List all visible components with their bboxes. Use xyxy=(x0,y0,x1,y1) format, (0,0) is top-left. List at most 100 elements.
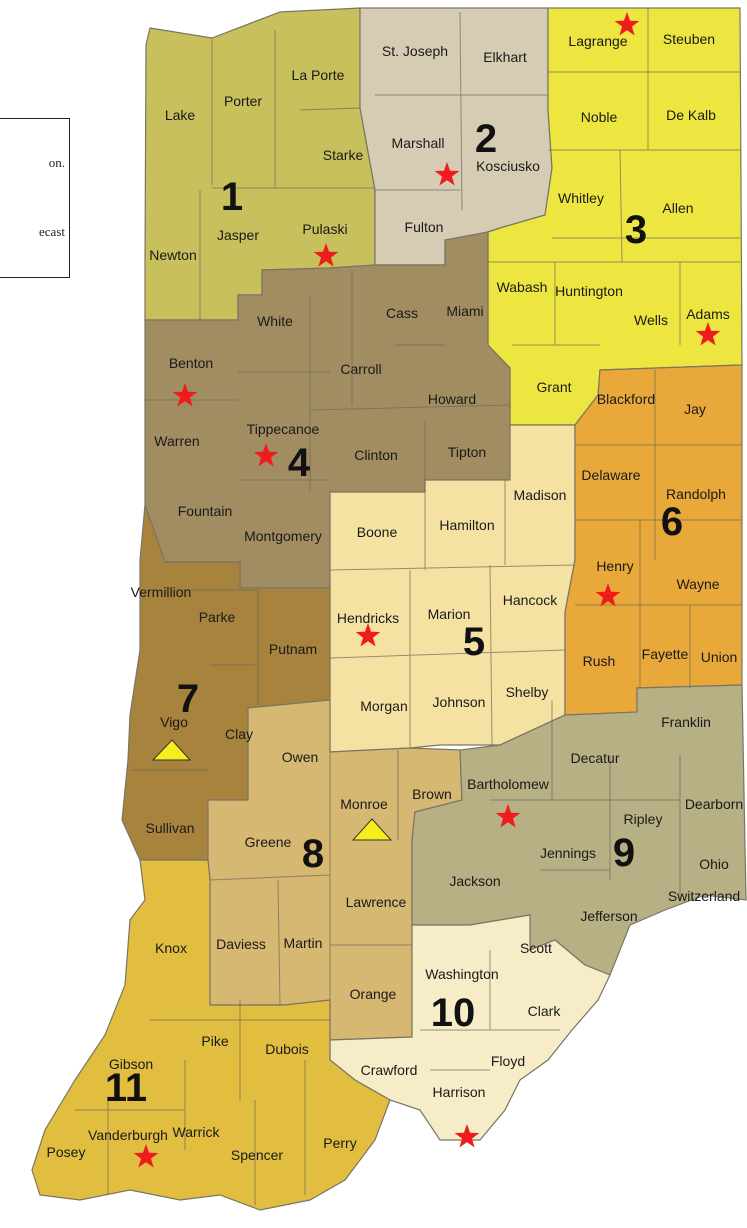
county-label-warren: Warren xyxy=(154,433,199,449)
county-label-jackson: Jackson xyxy=(449,873,500,889)
district-number-4: 4 xyxy=(288,441,311,485)
county-label-delaware: Delaware xyxy=(581,467,640,483)
county-label-monroe: Monroe xyxy=(340,796,388,812)
county-label-brown: Brown xyxy=(412,786,452,802)
county-label-fayette: Fayette xyxy=(642,646,689,662)
county-label-union: Union xyxy=(701,649,738,665)
county-label-johnson: Johnson xyxy=(433,694,486,710)
district-number-2: 2 xyxy=(475,117,497,161)
district-labels: 1 2 3 4 5 6 7 8 9 10 11 xyxy=(105,117,683,1110)
county-label-cass: Cass xyxy=(386,305,418,321)
county-label-jasper: Jasper xyxy=(217,227,259,243)
county-label-rush: Rush xyxy=(583,653,616,669)
county-labels: Lake Porter La Porte Starke Newton Jaspe… xyxy=(47,31,744,1163)
county-label-marshall: Marshall xyxy=(392,135,445,151)
county-label-allen: Allen xyxy=(662,200,693,216)
district-number-3: 3 xyxy=(625,208,647,252)
county-label-benton: Benton xyxy=(169,355,213,371)
county-label-tippecanoe: Tippecanoe xyxy=(247,421,320,437)
county-label-greene: Greene xyxy=(245,834,292,850)
county-label-jay: Jay xyxy=(684,401,706,417)
legend-text-1: on. xyxy=(48,155,65,170)
county-label-hamilton: Hamilton xyxy=(439,517,494,533)
county-label-dubois: Dubois xyxy=(265,1041,309,1057)
county-label-lawrence: Lawrence xyxy=(346,894,407,910)
county-label-ohio: Ohio xyxy=(699,856,729,872)
district-number-6: 6 xyxy=(661,500,683,544)
county-label-fountain: Fountain xyxy=(178,503,232,519)
county-boundaries xyxy=(75,8,742,1205)
triangle-icon-monroe xyxy=(351,818,393,841)
county-label-decatur: Decatur xyxy=(570,750,619,766)
county-label-marion: Marion xyxy=(428,606,471,622)
county-label-parke: Parke xyxy=(199,609,236,625)
county-label-lake: Lake xyxy=(165,107,196,123)
county-label-carroll: Carroll xyxy=(340,361,381,377)
county-label-dekalb: De Kalb xyxy=(666,107,716,123)
county-label-elkhart: Elkhart xyxy=(483,49,527,65)
triangle-icon-vigo xyxy=(151,739,192,761)
county-label-daviess: Daviess xyxy=(216,936,266,952)
county-label-montgomery: Montgomery xyxy=(244,528,322,544)
county-label-putnam: Putnam xyxy=(269,641,317,657)
district-number-9: 9 xyxy=(613,831,635,875)
county-label-clay: Clay xyxy=(225,726,253,742)
county-label-whitley: Whitley xyxy=(558,190,604,206)
county-label-huntington: Huntington xyxy=(555,283,623,299)
county-label-wabash: Wabash xyxy=(497,279,548,295)
county-label-porter: Porter xyxy=(224,93,262,109)
county-label-gibson: Gibson xyxy=(109,1056,153,1072)
county-label-starke: Starke xyxy=(323,147,364,163)
county-label-pike: Pike xyxy=(201,1033,228,1049)
county-label-henry: Henry xyxy=(596,558,633,574)
county-label-kosciusko: Kosciusko xyxy=(476,158,540,174)
district-number-8: 8 xyxy=(302,832,324,876)
county-label-tipton: Tipton xyxy=(448,444,486,460)
county-label-spencer: Spencer xyxy=(231,1147,283,1163)
district-number-10: 10 xyxy=(431,991,476,1035)
county-label-vermillion: Vermillion xyxy=(131,584,192,600)
district-regions xyxy=(31,7,747,1211)
triangle-markers xyxy=(151,739,393,841)
county-label-floyd: Floyd xyxy=(491,1053,525,1069)
county-label-martin: Martin xyxy=(284,935,323,951)
county-label-crawford: Crawford xyxy=(361,1062,418,1078)
county-label-hancock: Hancock xyxy=(503,592,558,608)
county-label-pulaski: Pulaski xyxy=(302,221,347,237)
county-label-wells: Wells xyxy=(634,312,668,328)
county-label-wayne: Wayne xyxy=(676,576,719,592)
county-label-laporte: La Porte xyxy=(292,67,345,83)
county-label-noble: Noble xyxy=(581,109,618,125)
county-label-hendricks: Hendricks xyxy=(337,610,399,626)
county-label-perry: Perry xyxy=(323,1135,356,1151)
county-label-newton: Newton xyxy=(149,247,196,263)
county-label-madison: Madison xyxy=(514,487,567,503)
county-label-steuben: Steuben xyxy=(663,31,715,47)
county-label-owen: Owen xyxy=(282,749,319,765)
county-label-howard: Howard xyxy=(428,391,476,407)
district-number-11: 11 xyxy=(105,1066,147,1110)
county-label-posey: Posey xyxy=(47,1144,86,1160)
county-label-franklin: Franklin xyxy=(661,714,711,730)
county-label-clinton: Clinton xyxy=(354,447,398,463)
district-number-1: 1 xyxy=(221,175,243,219)
county-label-clark: Clark xyxy=(528,1003,562,1019)
county-label-shelby: Shelby xyxy=(506,684,549,700)
county-label-adams: Adams xyxy=(686,306,730,322)
county-label-ripley: Ripley xyxy=(624,811,663,827)
county-label-switzerland: Switzerland xyxy=(668,888,740,904)
county-label-dearborn: Dearborn xyxy=(685,796,743,812)
district-number-7: 7 xyxy=(177,677,199,721)
county-label-warrick: Warrick xyxy=(173,1124,221,1140)
county-label-bartholomew: Bartholomew xyxy=(467,776,550,792)
county-label-sullivan: Sullivan xyxy=(145,820,194,836)
county-label-washington: Washington xyxy=(425,966,498,982)
county-label-knox: Knox xyxy=(155,940,187,956)
county-label-boone: Boone xyxy=(357,524,398,540)
county-label-blackford: Blackford xyxy=(597,391,655,407)
county-label-lagrange: Lagrange xyxy=(568,33,627,49)
county-label-vanderburgh: Vanderburgh xyxy=(88,1127,168,1143)
county-label-vigo: Vigo xyxy=(160,714,188,730)
county-label-fulton: Fulton xyxy=(405,219,444,235)
